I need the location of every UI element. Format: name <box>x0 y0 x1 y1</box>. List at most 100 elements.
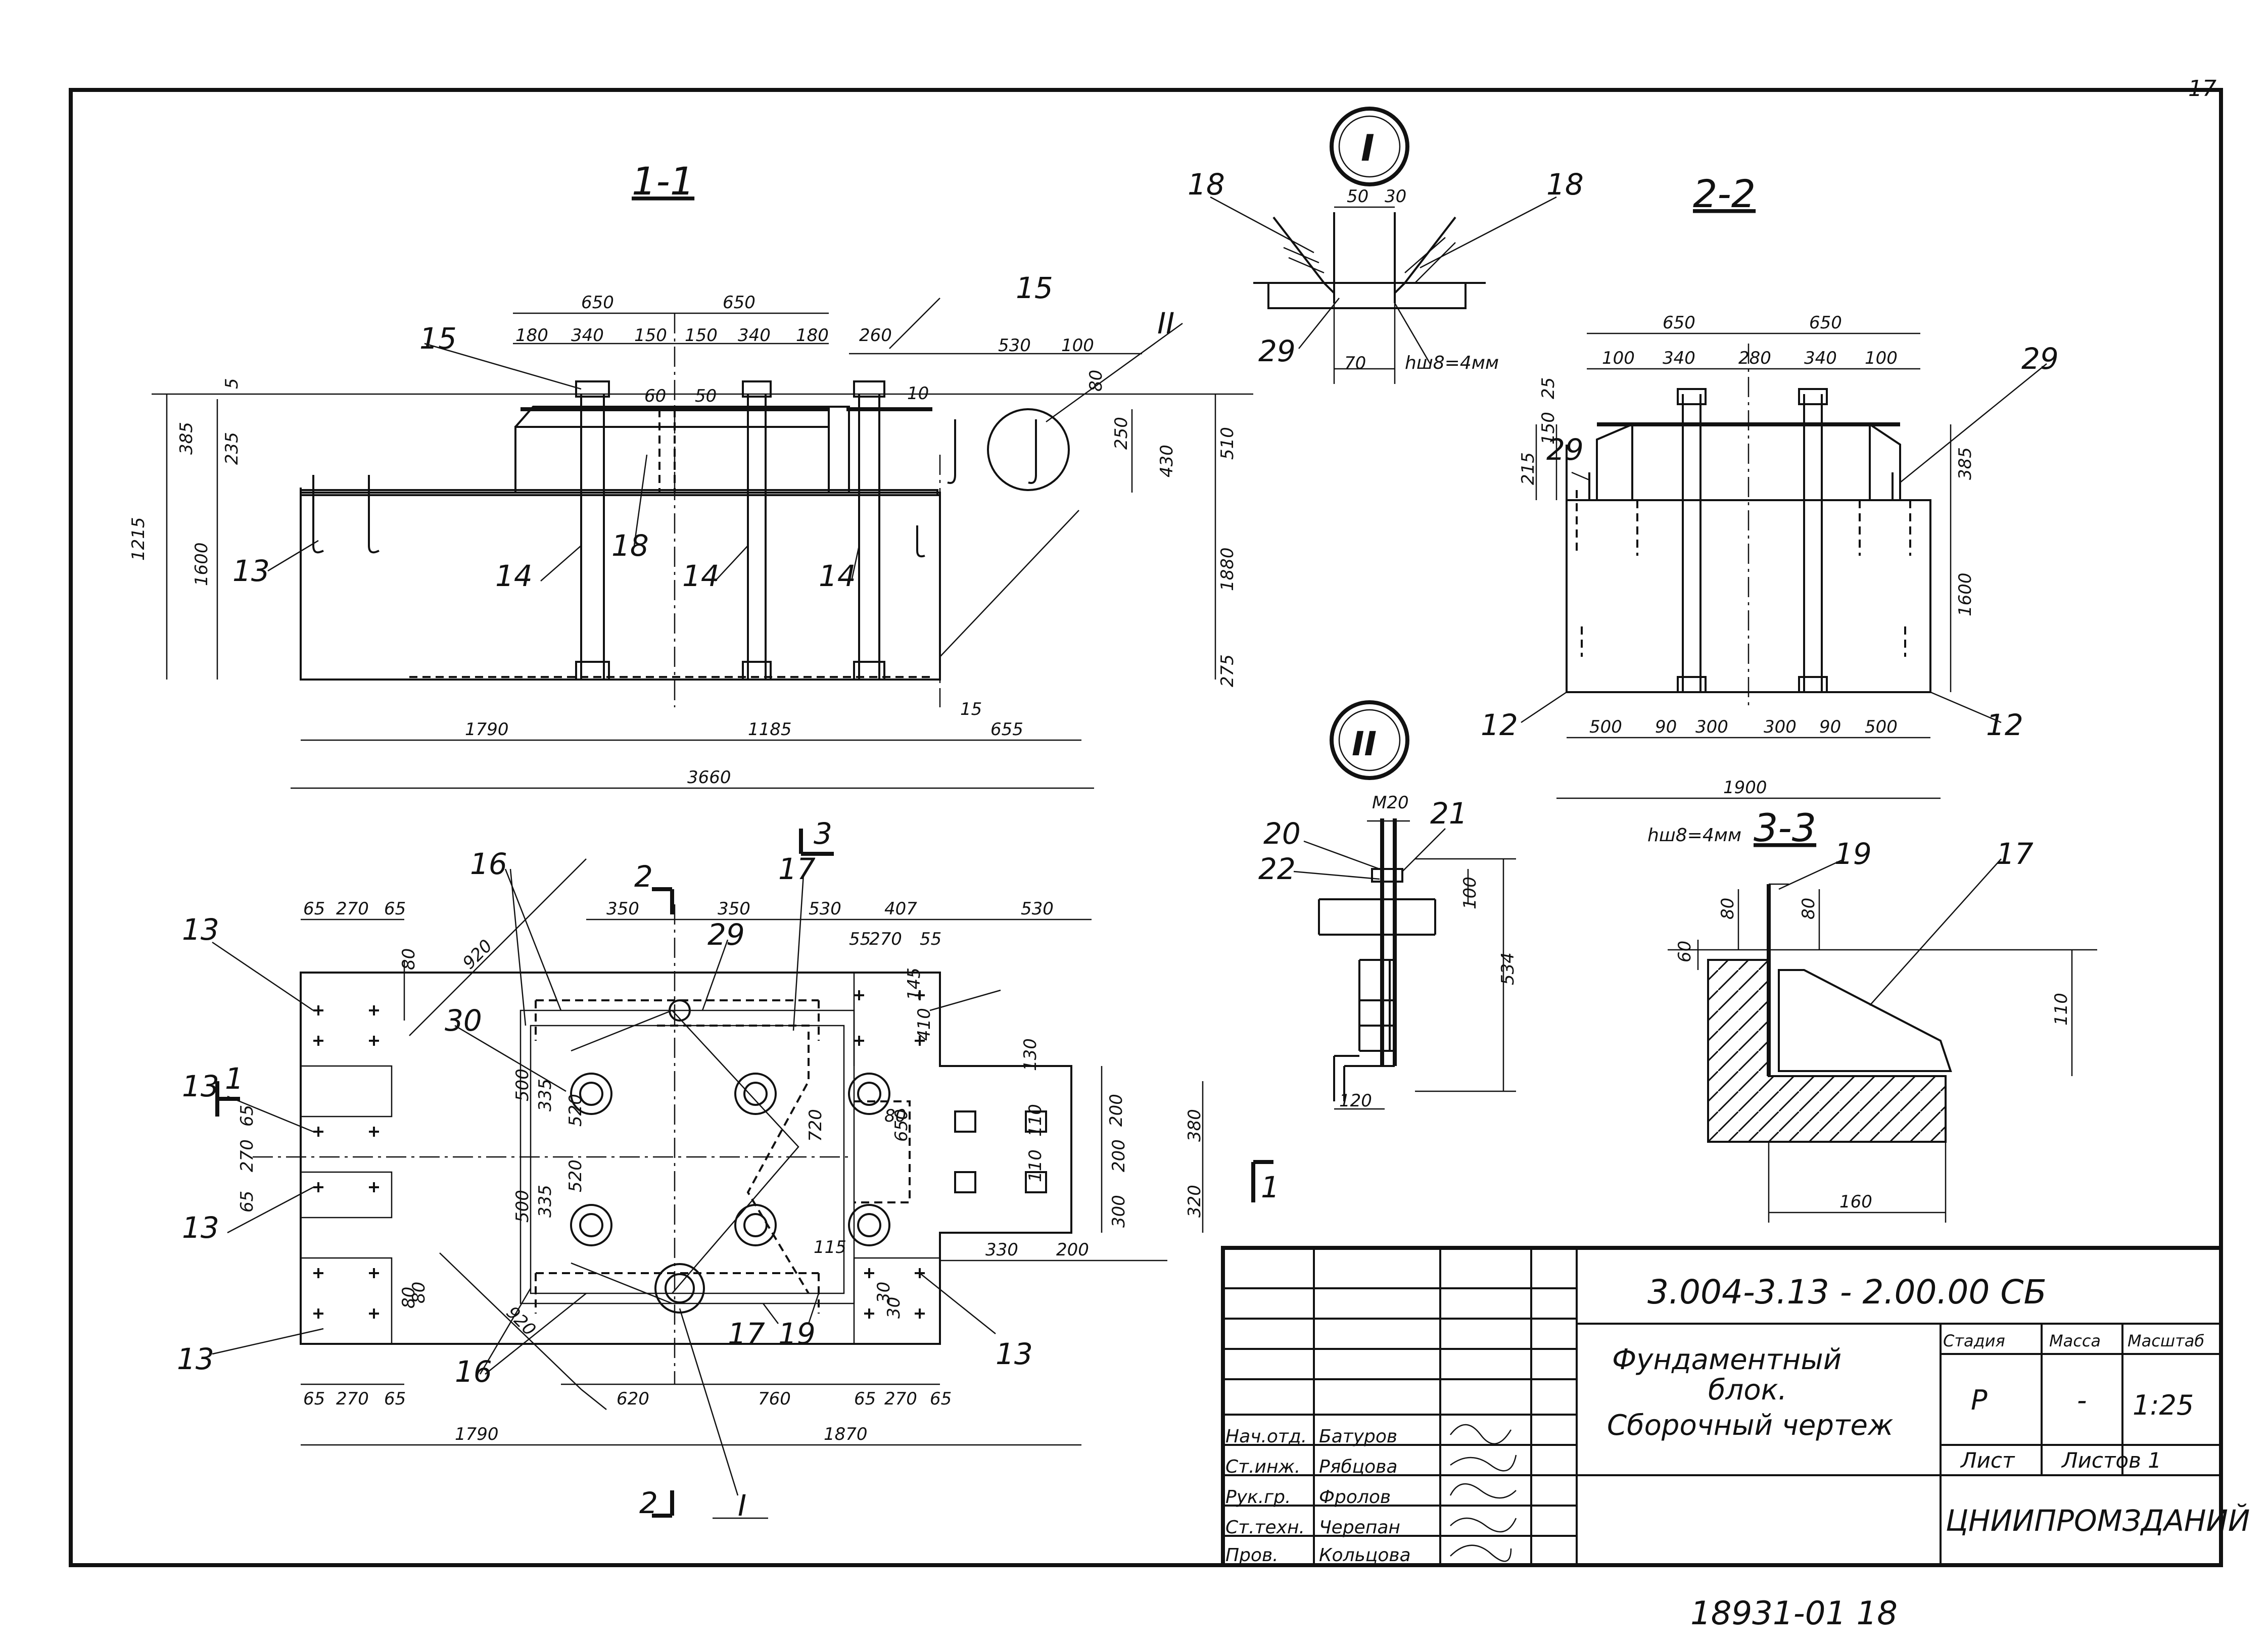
doc-name-line3: Сборочный чертеж <box>1607 1409 1893 1442</box>
dim-text: 534 <box>1498 952 1518 985</box>
section-mark-label: 3 <box>814 816 832 851</box>
header-scale: Масштаб <box>2128 1331 2204 1350</box>
dim-text: 100 <box>1602 348 1635 368</box>
node-i: I 50 30 70 18 18 29 hш8=4мм <box>1188 107 1584 384</box>
dim-text: 60 <box>644 386 666 406</box>
dim-text: 300 <box>1109 1195 1129 1228</box>
dim-text: 150 <box>634 325 667 346</box>
dim-text: 650 <box>1809 313 1842 333</box>
dim-text: 90 <box>1819 717 1841 737</box>
header-mass: Масса <box>2049 1331 2101 1350</box>
section-mark-label: 1 <box>1261 1170 1280 1204</box>
section-mark-label: 2 <box>639 1486 658 1520</box>
dim-text: 1600 <box>192 542 212 586</box>
leaders <box>1293 828 1446 880</box>
title-block: Нач.отд. Ст.инж. Рук.гр. Ст.техн. Пров. … <box>1221 1246 2250 1567</box>
foundation-body <box>300 492 941 681</box>
dim-text: 235 <box>222 432 242 465</box>
role-label: Нач.отд. <box>1225 1426 1307 1447</box>
dim-text: 65 <box>384 1389 406 1409</box>
dim-text: 500 <box>1589 717 1622 737</box>
pedestal-outline <box>514 406 850 493</box>
dim-text: 270 <box>336 1389 369 1409</box>
dim-text: 720 <box>806 1109 826 1142</box>
dim-text: 200 <box>1056 1240 1089 1260</box>
role-label: Пров. <box>1225 1545 1279 1566</box>
position-label: 14 <box>819 559 856 593</box>
position-label: I <box>738 1488 746 1523</box>
signature-scribbles <box>1449 1424 1517 1562</box>
dim-text: 80 <box>399 1287 419 1309</box>
dim-text: 1870 <box>824 1424 868 1444</box>
dim-text: 100 <box>1061 335 1094 356</box>
node-i-circle <box>1330 107 1409 186</box>
dim-text: 335 <box>535 1185 555 1218</box>
position-label: 19 <box>1834 837 1872 871</box>
dim-text: M20 <box>1372 793 1409 813</box>
organization: ЦНИИПРОМЗДАНИЙ <box>1946 1503 2250 1538</box>
doc-name-line1: Фундаментный <box>1612 1343 1841 1376</box>
diagonal-dims <box>409 858 607 1410</box>
header-stage: Стадия <box>1943 1331 2005 1350</box>
dim-text: 80 <box>399 948 419 970</box>
dim-text: 25 <box>1538 377 1558 399</box>
plan-diagonal-rebar <box>571 1009 799 1304</box>
position-label: 16 <box>455 1354 492 1389</box>
position-label: 12 <box>1481 708 1518 742</box>
sheet-frame <box>69 88 2223 1567</box>
node-ii-outline <box>1318 898 1436 1101</box>
dim-text: 50 <box>1347 186 1368 207</box>
dim-text: 30 <box>884 1297 904 1319</box>
dim-text: 1185 <box>748 719 792 740</box>
dim-text: 655 <box>990 719 1023 740</box>
dim-text: 110 <box>1025 1149 1046 1182</box>
dim-text: 5 <box>222 378 242 389</box>
position-label: 13 <box>182 912 219 947</box>
dim-text: 520 <box>565 1094 586 1127</box>
dim-text: 280 <box>1738 348 1771 368</box>
dim-text: 1600 <box>1955 572 1975 616</box>
dim-text: 65 <box>303 899 325 919</box>
dim-text: 30 <box>874 1282 894 1303</box>
dim-text: 160 <box>1839 1192 1872 1212</box>
dim-text: 1790 <box>455 1424 499 1444</box>
leaders <box>212 868 1001 1496</box>
position-label: 13 <box>177 1342 214 1376</box>
position-label: 13 <box>232 554 270 588</box>
section-1-1-outline <box>300 488 941 496</box>
dim-text: 65 <box>303 1389 325 1409</box>
position-label: 29 <box>1546 432 1584 467</box>
dim-text: 510 <box>1217 427 1238 460</box>
dim-text: 120 <box>1339 1091 1372 1111</box>
dim-text: 110 <box>2051 993 2071 1026</box>
plan-bolts <box>570 999 1047 1314</box>
dim-text: 300 <box>1695 717 1728 737</box>
node-ii-nut <box>1371 868 1403 883</box>
dim-text: 650 <box>723 293 755 313</box>
sheets-label: Листов 1 <box>2061 1448 2161 1473</box>
scale-value: 1:25 <box>2133 1389 2194 1421</box>
dim-text: 65 <box>237 1105 257 1127</box>
position-label: 29 <box>2021 342 2059 376</box>
dim-text: 650 <box>891 1109 912 1142</box>
person-name: Фролов <box>1319 1487 1391 1508</box>
position-label: 30 <box>445 1003 482 1038</box>
dim-text: 1790 <box>465 719 509 740</box>
position-label: II <box>1157 306 1174 341</box>
signature-grid <box>1223 1248 1578 1565</box>
position-label: 17 <box>1996 837 2034 871</box>
plan-corner-marks <box>313 990 925 1319</box>
dim-text: 650 <box>1663 313 1695 333</box>
role-label: Рук.гр. <box>1225 1487 1291 1508</box>
dim-text: 530 <box>998 335 1031 356</box>
doc-code: 3.004-3.13 - 2.00.00 СБ <box>1647 1273 2047 1312</box>
dim-text: 270 <box>336 899 369 919</box>
dim-text: 340 <box>1663 348 1695 368</box>
node-i-dims <box>1333 206 1396 384</box>
position-label: 17 <box>778 852 816 886</box>
section-3-3: hш8=4мм 3-3 60 80 110 80 160 19 17 <box>1647 805 2097 1223</box>
dim-text: 250 <box>1111 417 1131 450</box>
dim-text: 300 <box>1764 717 1797 737</box>
mass-value: - <box>2077 1384 2087 1416</box>
